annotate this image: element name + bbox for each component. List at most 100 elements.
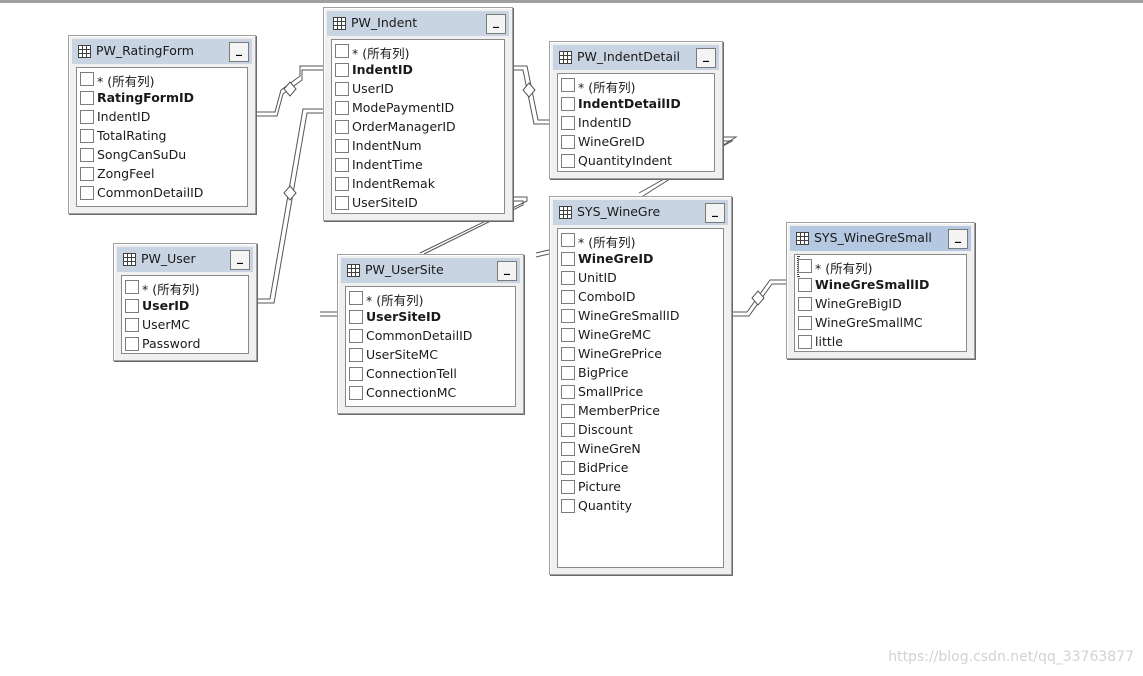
column-checkbox[interactable]	[335, 63, 349, 77]
minimize-button[interactable]: _	[705, 203, 725, 223]
column-checkbox[interactable]	[561, 366, 575, 380]
column-checkbox[interactable]	[798, 297, 812, 311]
table-title: PW_UserSite	[365, 262, 444, 277]
table-header[interactable]: SYS_WineGre _	[553, 200, 728, 225]
column-checkbox[interactable]	[561, 252, 575, 266]
column-checkbox[interactable]	[349, 310, 363, 324]
column-checkbox[interactable]	[335, 82, 349, 96]
column-checkbox[interactable]	[561, 442, 575, 456]
column-checkbox[interactable]	[349, 348, 363, 362]
column-checkbox[interactable]	[125, 318, 139, 332]
column-name: UserSiteMC	[366, 347, 439, 362]
column-checkbox[interactable]	[561, 404, 575, 418]
column-name: ZongFeel	[97, 166, 155, 181]
column-checkbox[interactable]	[561, 154, 575, 168]
column-checkbox[interactable]	[561, 97, 575, 111]
column-checkbox[interactable]	[561, 271, 575, 285]
column-name: WineGrePrice	[578, 346, 662, 361]
table-header[interactable]: SYS_WineGreSmall _	[790, 226, 971, 251]
column-name: ConnectionTell	[366, 366, 457, 381]
column-checkbox[interactable]	[798, 278, 812, 292]
table-sys-winegresmall[interactable]: SYS_WineGreSmall _ * (所有列)WineGreSmallID…	[786, 222, 975, 359]
column-name: QuantityIndent	[578, 153, 673, 168]
table-title: SYS_WineGreSmall	[814, 230, 932, 245]
column-checkbox[interactable]	[80, 167, 94, 181]
column-checkbox[interactable]	[125, 280, 139, 294]
table-icon	[78, 45, 91, 58]
column-checkbox[interactable]	[798, 259, 812, 273]
minimize-button[interactable]: _	[486, 14, 506, 34]
minimize-button[interactable]: _	[696, 48, 716, 68]
column-name: WineGreSmallID	[578, 308, 680, 323]
minimize-button[interactable]: _	[497, 261, 517, 281]
column-checkbox[interactable]	[561, 499, 575, 513]
minimize-button[interactable]: _	[948, 229, 968, 249]
column-checkbox[interactable]	[335, 120, 349, 134]
table-header[interactable]: PW_IndentDetail _	[553, 45, 719, 70]
table-header[interactable]: PW_Indent _	[327, 11, 509, 36]
column-checkbox[interactable]	[349, 291, 363, 305]
column-name: Picture	[578, 479, 621, 494]
column-name: UserSiteID	[366, 309, 441, 324]
column-name: RatingFormID	[97, 90, 195, 105]
column-checkbox[interactable]	[349, 386, 363, 400]
table-header[interactable]: PW_RatingForm _	[72, 39, 252, 64]
column-checkbox[interactable]	[561, 347, 575, 361]
column-checkbox[interactable]	[561, 385, 575, 399]
column-checkbox[interactable]	[561, 135, 575, 149]
minimize-button[interactable]: _	[229, 42, 249, 62]
column-checkbox[interactable]	[349, 367, 363, 381]
column-checkbox[interactable]	[349, 329, 363, 343]
table-header[interactable]: PW_UserSite _	[341, 258, 520, 283]
column-checkbox[interactable]	[125, 337, 139, 351]
column-checkbox[interactable]	[561, 78, 575, 92]
column-checkbox[interactable]	[335, 101, 349, 115]
column-checkbox[interactable]	[561, 480, 575, 494]
column-checkbox[interactable]	[561, 233, 575, 247]
column-checkbox[interactable]	[561, 423, 575, 437]
column-checkbox[interactable]	[80, 110, 94, 124]
column-checkbox[interactable]	[561, 328, 575, 342]
column-checkbox[interactable]	[798, 335, 812, 349]
column-name: Quantity	[578, 498, 633, 513]
column-checkbox[interactable]	[80, 91, 94, 105]
column-checkbox[interactable]	[561, 461, 575, 475]
column-checkbox[interactable]	[561, 309, 575, 323]
table-header[interactable]: PW_User _	[117, 247, 253, 272]
column-name: UnitID	[578, 270, 617, 285]
table-title: PW_User	[141, 251, 196, 266]
column-name: WineGreN	[578, 441, 641, 456]
column-checkbox[interactable]	[335, 158, 349, 172]
column-name: little	[815, 334, 843, 349]
column-name: OrderManagerID	[352, 119, 456, 134]
column-checkbox[interactable]	[335, 139, 349, 153]
column-name: SongCanSuDu	[97, 147, 187, 162]
column-checkbox[interactable]	[80, 72, 94, 86]
column-checkbox[interactable]	[80, 186, 94, 200]
column-checkbox[interactable]	[80, 148, 94, 162]
column-checkbox[interactable]	[125, 299, 139, 313]
column-checkbox[interactable]	[335, 44, 349, 58]
column-checkbox[interactable]	[335, 177, 349, 191]
column-checkbox[interactable]	[80, 129, 94, 143]
minimize-button[interactable]: _	[230, 250, 250, 270]
column-checkbox[interactable]	[561, 116, 575, 130]
column-checkbox[interactable]	[335, 196, 349, 210]
column-checkbox[interactable]	[798, 316, 812, 330]
column-name: UserID	[142, 298, 190, 313]
column-checkbox[interactable]	[561, 290, 575, 304]
link-user-indent	[256, 108, 326, 300]
